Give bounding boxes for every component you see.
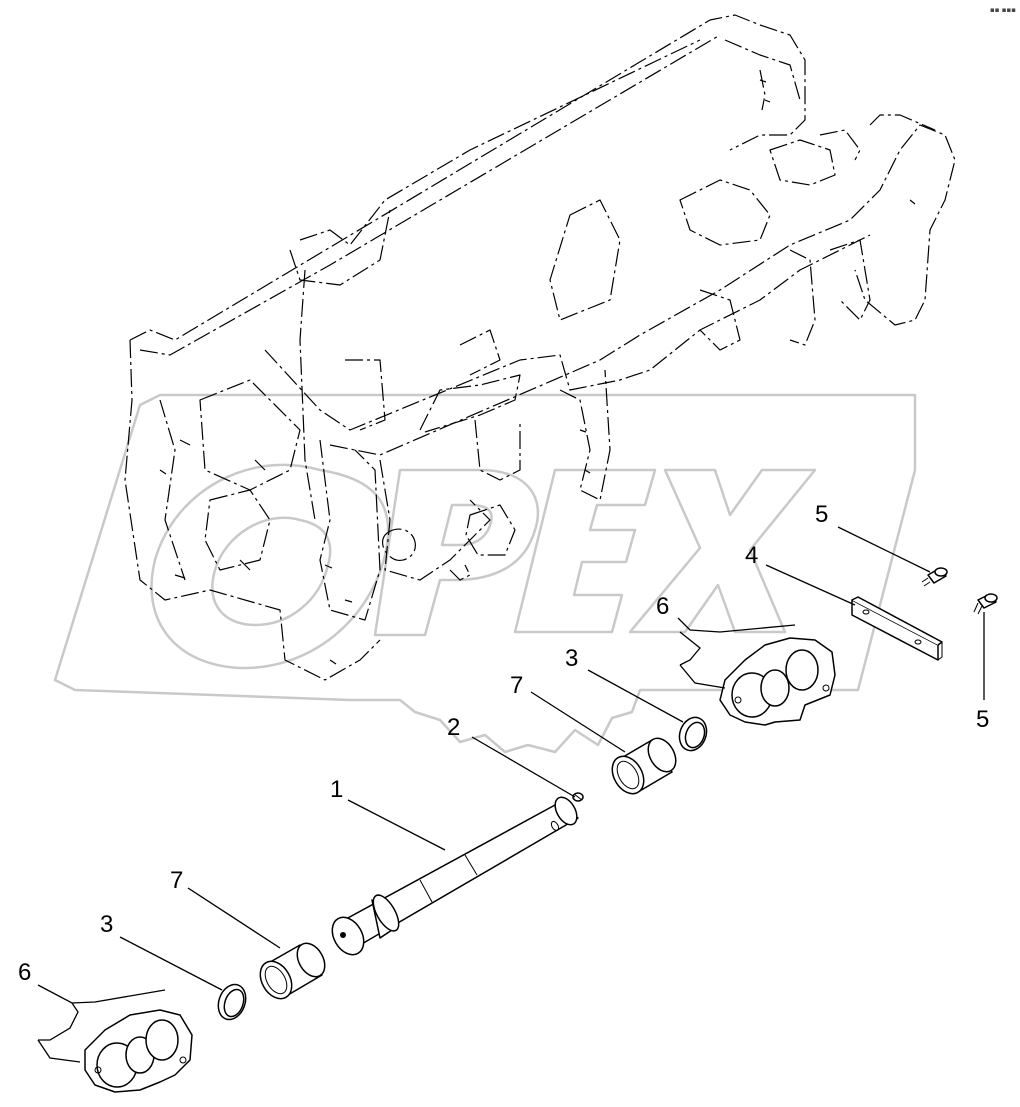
callout-1: 1 [330,776,343,803]
retainer-plate [851,596,943,661]
leader-lines [37,526,985,1063]
callout-7-lower: 7 [170,867,183,894]
callout-5-right: 5 [976,706,989,733]
callout-labels: 1 2 3 3 4 5 5 6 6 7 7 [18,501,989,986]
shim-upper [719,637,836,726]
callout-6-lower: 6 [18,959,31,986]
corner-mark: ▪▪ ▪▪▪ [990,6,1016,14]
callout-4: 4 [745,542,758,569]
callout-2: 2 [447,714,460,741]
pivot-pin [331,796,579,956]
shim-lower [84,1009,193,1093]
grease-fitting [572,792,584,802]
bolt-right [973,593,998,615]
callout-3-lower: 3 [100,911,113,938]
bolt-upper [921,567,948,587]
bushing-lower [259,942,326,1000]
axle-frame-phantom [124,14,956,681]
snap-ring-upper [678,716,708,752]
callout-7-upper: 7 [510,672,523,699]
callout-6-upper: 6 [656,593,669,620]
bushing-upper [611,737,677,795]
snap-ring-lower [217,983,247,1021]
callout-3-upper: 3 [565,645,578,672]
callout-5-upper: 5 [815,501,828,528]
